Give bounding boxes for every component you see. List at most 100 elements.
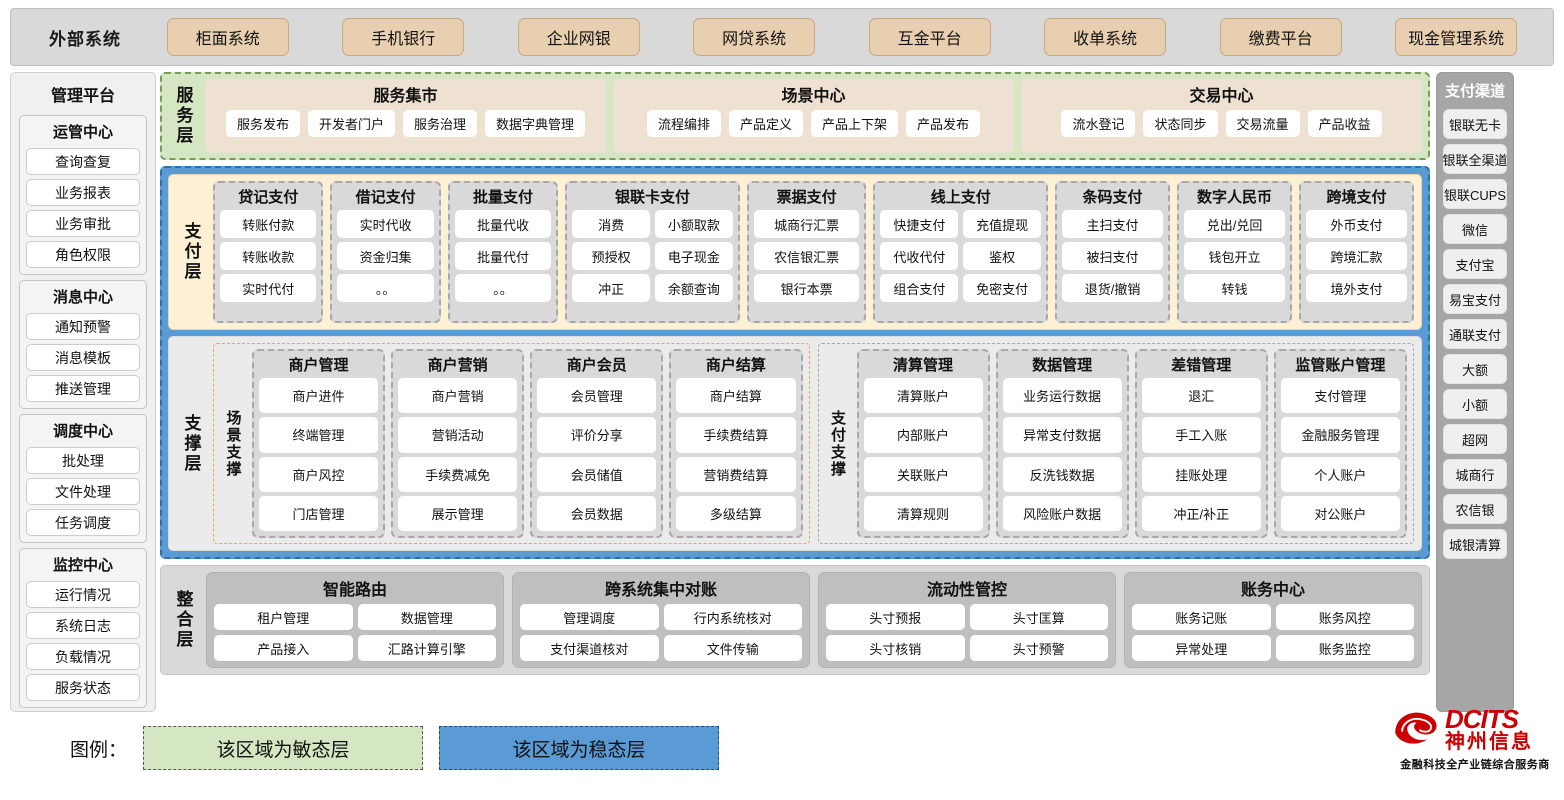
payment-item[interactable]: 境外支付	[1306, 274, 1408, 302]
external-system-chip[interactable]: 柜面系统	[166, 18, 289, 56]
external-system-chip[interactable]: 企业网银	[517, 18, 640, 56]
payment-channel-item[interactable]: 城商行	[1443, 459, 1507, 489]
management-menu-item[interactable]: 通知预警	[26, 313, 140, 340]
service-item[interactable]: 流水登记	[1061, 110, 1136, 137]
support-item[interactable]: 展示管理	[398, 495, 518, 531]
payment-item[interactable]: 主扫支付	[1062, 210, 1164, 238]
support-item[interactable]: 冲正/补正	[1141, 495, 1261, 531]
payment-item[interactable]: 城商行汇票	[753, 210, 860, 238]
support-item[interactable]: 反洗钱数据	[1002, 456, 1122, 492]
payment-channel-item[interactable]: 农信银	[1443, 494, 1507, 524]
integration-item[interactable]: 头寸预警	[969, 635, 1108, 661]
payment-item[interactable]: 小额取款	[655, 210, 733, 238]
payment-item[interactable]: 充值提现	[963, 210, 1042, 238]
management-menu-item[interactable]: 文件处理	[26, 478, 140, 505]
support-item[interactable]: 退汇	[1141, 378, 1261, 414]
integration-item[interactable]: 账务记账	[1132, 604, 1271, 630]
payment-item[interactable]: 冲正	[572, 274, 650, 302]
support-item[interactable]: 手续费减免	[398, 456, 518, 492]
support-item[interactable]: 评价分享	[537, 417, 657, 453]
service-item[interactable]: 流程编排	[646, 110, 721, 137]
payment-item[interactable]: 免密支付	[963, 274, 1042, 302]
payment-item[interactable]: 被扫支付	[1062, 242, 1164, 270]
integration-item[interactable]: 支付渠道核对	[520, 635, 659, 661]
support-item[interactable]: 会员管理	[537, 378, 657, 414]
external-system-chip[interactable]: 网贷系统	[693, 18, 816, 56]
payment-item[interactable]: 资金归集	[337, 242, 434, 270]
support-item[interactable]: 关联账户	[863, 456, 983, 492]
payment-item[interactable]: 余额查询	[655, 274, 733, 302]
integration-item[interactable]: 汇路计算引擎	[357, 635, 496, 661]
support-item[interactable]: 金融服务管理	[1280, 417, 1400, 453]
management-menu-item[interactable]: 服务状态	[26, 674, 140, 701]
payment-item[interactable]: 预授权	[572, 242, 650, 270]
integration-item[interactable]: 行内系统核对	[663, 604, 802, 630]
integration-item[interactable]: 头寸预报	[826, 604, 965, 630]
payment-item[interactable]: 电子现金	[655, 242, 733, 270]
payment-channel-item[interactable]: 通联支付	[1443, 319, 1507, 349]
payment-item[interactable]: 消费	[572, 210, 650, 238]
support-item[interactable]: 商户营销	[398, 378, 518, 414]
payment-item[interactable]: 转钱	[1184, 274, 1286, 302]
management-menu-item[interactable]: 系统日志	[26, 612, 140, 639]
management-menu-item[interactable]: 负载情况	[26, 643, 140, 670]
service-item[interactable]: 产品定义	[728, 110, 803, 137]
integration-item[interactable]: 头寸核销	[826, 635, 965, 661]
integration-item[interactable]: 产品接入	[214, 635, 353, 661]
payment-channel-item[interactable]: 银联无卡	[1443, 109, 1507, 139]
payment-channel-item[interactable]: 城银清算	[1443, 529, 1507, 559]
payment-channel-item[interactable]: 银联CUPS	[1443, 179, 1507, 209]
management-menu-item[interactable]: 查询查复	[26, 148, 140, 175]
payment-item[interactable]: 跨境汇款	[1306, 242, 1408, 270]
support-item[interactable]: 商户风控	[259, 456, 379, 492]
payment-item[interactable]: 实时代收	[337, 210, 434, 238]
service-item[interactable]: 状态同步	[1143, 110, 1218, 137]
payment-item[interactable]: 退货/撤销	[1062, 274, 1164, 302]
support-item[interactable]: 门店管理	[259, 495, 379, 531]
payment-item[interactable]: 鉴权	[963, 242, 1042, 270]
support-item[interactable]: 个人账户	[1280, 456, 1400, 492]
support-item[interactable]: 业务运行数据	[1002, 378, 1122, 414]
payment-item[interactable]: 。。	[454, 274, 552, 302]
support-item[interactable]: 营销费结算	[676, 456, 796, 492]
payment-item[interactable]: 实时代付	[220, 274, 317, 302]
support-item[interactable]: 手工入账	[1141, 417, 1261, 453]
service-item[interactable]: 产品收益	[1307, 110, 1382, 137]
payment-item[interactable]: 转账付款	[220, 210, 317, 238]
payment-item[interactable]: 农信银汇票	[753, 242, 860, 270]
payment-channel-item[interactable]: 微信	[1443, 214, 1507, 244]
management-menu-item[interactable]: 业务报表	[26, 179, 140, 206]
support-item[interactable]: 终端管理	[259, 417, 379, 453]
management-menu-item[interactable]: 推送管理	[26, 375, 140, 402]
payment-item[interactable]: 银行本票	[753, 274, 860, 302]
integration-item[interactable]: 账务风控	[1275, 604, 1414, 630]
service-item[interactable]: 产品发布	[906, 110, 981, 137]
payment-item[interactable]: 组合支付	[880, 274, 959, 302]
payment-channel-item[interactable]: 易宝支付	[1443, 284, 1507, 314]
support-item[interactable]: 清算账户	[863, 378, 983, 414]
external-system-chip[interactable]: 手机银行	[342, 18, 465, 56]
management-menu-item[interactable]: 任务调度	[26, 509, 140, 536]
management-menu-item[interactable]: 角色权限	[26, 241, 140, 268]
support-item[interactable]: 支付管理	[1280, 378, 1400, 414]
integration-item[interactable]: 管理调度	[520, 604, 659, 630]
management-menu-item[interactable]: 批处理	[26, 447, 140, 474]
payment-item[interactable]: 批量代收	[454, 210, 552, 238]
external-system-chip[interactable]: 现金管理系统	[1395, 18, 1518, 56]
service-item[interactable]: 产品上下架	[811, 110, 899, 137]
management-menu-item[interactable]: 业务审批	[26, 210, 140, 237]
service-item[interactable]: 服务治理	[403, 110, 478, 137]
payment-item[interactable]: 钱包开立	[1184, 242, 1286, 270]
integration-item[interactable]: 文件传输	[663, 635, 802, 661]
payment-item[interactable]: 兑出/兑回	[1184, 210, 1286, 238]
support-item[interactable]: 多级结算	[676, 495, 796, 531]
support-item[interactable]: 手续费结算	[676, 417, 796, 453]
support-item[interactable]: 风险账户数据	[1002, 495, 1122, 531]
service-item[interactable]: 服务发布	[225, 110, 300, 137]
external-system-chip[interactable]: 收单系统	[1044, 18, 1167, 56]
integration-item[interactable]: 租户管理	[214, 604, 353, 630]
service-item[interactable]: 开发者门户	[307, 110, 395, 137]
support-item[interactable]: 营销活动	[398, 417, 518, 453]
support-item[interactable]: 商户进件	[259, 378, 379, 414]
integration-item[interactable]: 数据管理	[357, 604, 496, 630]
